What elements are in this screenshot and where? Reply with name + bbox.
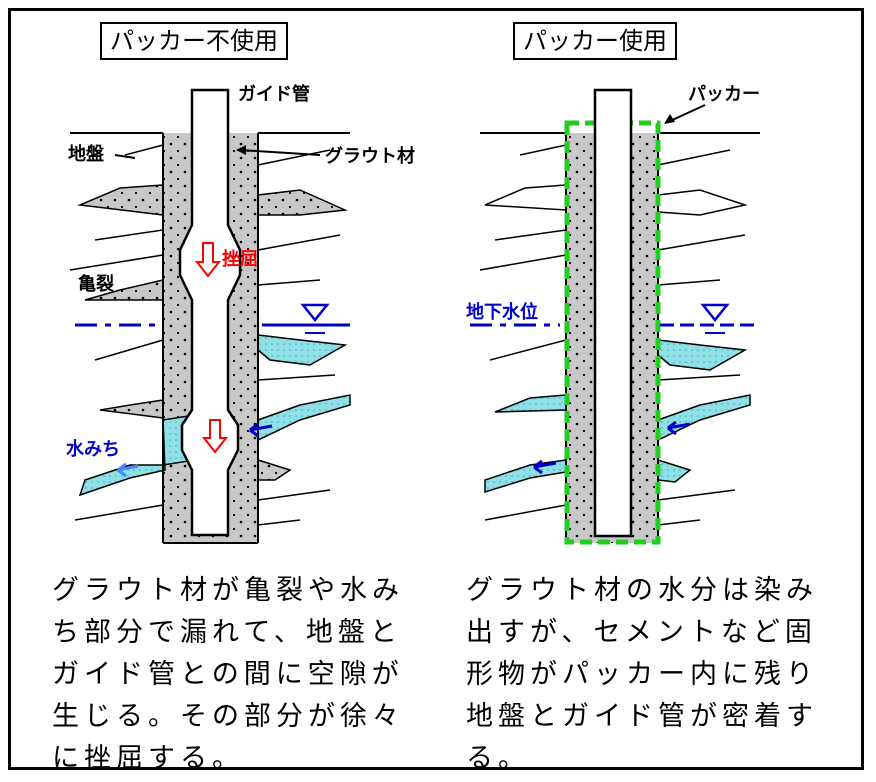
label-groundwater-level: 地下水位 bbox=[466, 301, 538, 323]
right-water-level-icon bbox=[700, 303, 730, 323]
left-caption: グラウト材が亀裂や水みち部分で漏れて、地盤とガイド管との間に空隙が生じる。その部… bbox=[52, 575, 404, 774]
right-caption: グラウト材の水分は染み出すが、セメントなど固形物がパッカー内に残り地盤とガイド管… bbox=[466, 575, 818, 774]
right-panel-title: パッカー使用 bbox=[513, 22, 677, 60]
label-ground: 地盤 bbox=[68, 143, 105, 165]
left-buckling-arrow-icon-2 bbox=[201, 419, 229, 454]
label-buckling: 挫屈 bbox=[222, 248, 258, 270]
right-water-flow-arrow-icon bbox=[667, 420, 691, 436]
left-guide-pipe bbox=[178, 88, 242, 537]
label-packer: パッカー bbox=[688, 84, 760, 105]
left-grout-leak-crack bbox=[257, 189, 348, 216]
left-water-flow-arrow-icon bbox=[249, 422, 273, 438]
grout-pointer-arrow-icon bbox=[239, 149, 321, 156]
right-water-crack bbox=[657, 339, 748, 371]
left-panel-title: パッカー不使用 bbox=[100, 22, 288, 60]
label-water-path: 水みち bbox=[66, 438, 120, 460]
left-water-level-icon bbox=[300, 303, 330, 323]
packer-pointer-arrow-icon bbox=[667, 104, 706, 123]
label-grout: グラウト材 bbox=[325, 145, 415, 167]
right-water-flow-arrow-icon-2 bbox=[533, 459, 557, 475]
right-borehole: パッカー 地下水位 bbox=[466, 84, 760, 545]
left-buckling-arrow-icon bbox=[194, 242, 222, 278]
label-guide-pipe: ガイド管 bbox=[238, 83, 310, 105]
left-borehole: ガイド管 地盤 グラウト材 挫屈 亀裂 水みち bbox=[66, 83, 415, 544]
label-crack: 亀裂 bbox=[78, 273, 114, 295]
right-guide-pipe bbox=[593, 88, 633, 538]
left-water-flow-arrow-icon-2 bbox=[117, 462, 139, 478]
diagram-frame bbox=[8, 8, 864, 770]
